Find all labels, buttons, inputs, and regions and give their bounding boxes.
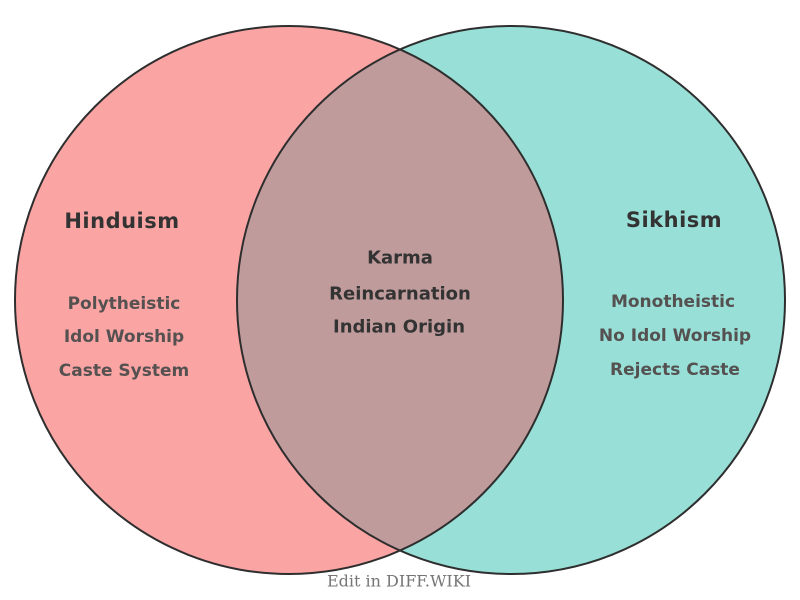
left-set-item: Polytheistic: [67, 294, 181, 314]
left-set-item: Idol Worship: [63, 327, 185, 347]
overlap-item: Karma: [367, 247, 433, 269]
left-set-title: Hinduism: [64, 209, 180, 233]
edit-in-diffwiki-link[interactable]: Edit in DIFF.WIKI: [326, 571, 472, 591]
left-circle-outline: [14, 25, 564, 575]
right-set-item: Rejects Caste: [610, 360, 740, 380]
overlap-item: Reincarnation: [329, 283, 471, 305]
overlap-region: [237, 26, 563, 574]
overlap-item: Indian Origin: [332, 316, 466, 338]
right-set-item: Monotheistic: [610, 292, 736, 312]
right-circle-outline: [236, 25, 786, 575]
right-set-item: No Idol Worship: [598, 326, 752, 346]
right-set-title: Sikhism: [625, 208, 723, 232]
left-set-item: Caste System: [58, 361, 190, 381]
